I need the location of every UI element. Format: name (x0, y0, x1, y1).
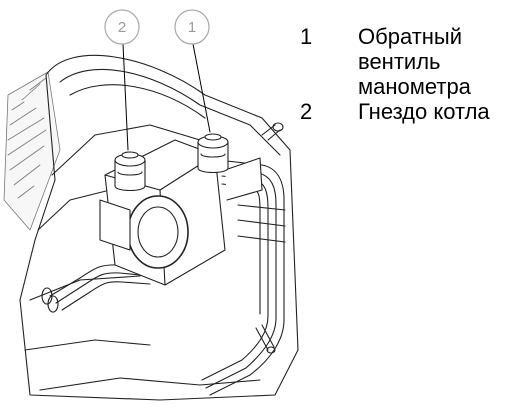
legend: 1 Обратный вентиль манометра 2 Гнездо ко… (300, 24, 520, 124)
callout-1-leader (192, 43, 211, 133)
legend-item-number: 1 (300, 24, 313, 49)
legend-item-1: 1 Обратный вентиль манометра (300, 24, 520, 99)
legend-item-text-line: вентиль (358, 49, 441, 74)
fitting-1 (197, 133, 229, 174)
boiler-housing (19, 54, 299, 401)
legend-item-text-line: Обратный (358, 24, 463, 49)
callout-2-leader (122, 43, 129, 151)
callout-2-circle (104, 9, 140, 45)
callout-1-circle (174, 9, 210, 45)
legend-item-text-line: манометра (358, 74, 471, 99)
fitting-2 (114, 151, 146, 192)
callout-2: 2 (104, 9, 140, 45)
callout-1-label: 1 (188, 19, 196, 36)
callout-2-label: 2 (118, 19, 126, 36)
callout-1: 1 (174, 9, 210, 45)
legend-item-number: 2 (300, 99, 313, 124)
legend-item-2: 2 Гнездо котла (300, 99, 520, 124)
hatched-section (3, 71, 61, 231)
legend-item-text-line: Гнездо котла (358, 99, 490, 124)
stub-pipes (255, 122, 284, 354)
